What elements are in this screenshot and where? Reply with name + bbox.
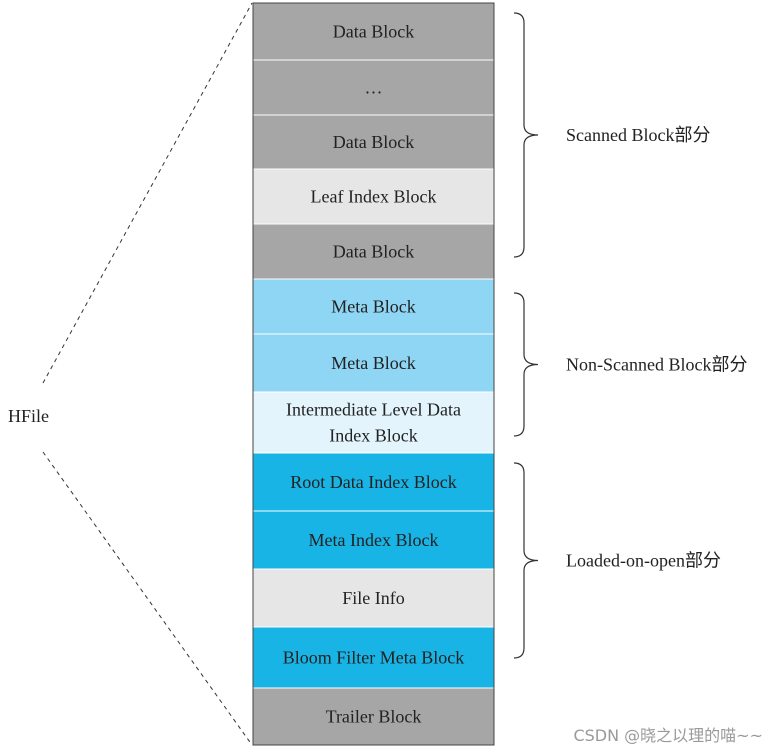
- hfile-block-rect: [252, 510, 495, 570]
- hfile-block: Bloom Filter Meta Block: [252, 626, 495, 689]
- hfile-block-label: Data Block: [333, 22, 414, 42]
- hfile-block-label: Root Data Index Block: [290, 472, 456, 492]
- hfile-label: HFile: [8, 406, 49, 426]
- hfile-block-label: Meta Block: [331, 353, 415, 373]
- section-brace: [513, 292, 539, 437]
- hfile-block-label: Meta Index Block: [309, 530, 439, 550]
- hfile-block: Leaf Index Block: [252, 168, 495, 225]
- hfile-block: Trailer Block: [252, 687, 495, 746]
- hfile-block-label: Data Block: [333, 132, 414, 152]
- section-group: Non-Scanned Block部分: [513, 292, 747, 437]
- hfile-block-label: File Info: [342, 588, 405, 608]
- hfile-block: Root Data Index Block: [252, 452, 495, 512]
- watermark: CSDN @晓之以理的喵~~: [573, 726, 763, 745]
- section-label: Loaded-on-open部分: [566, 551, 721, 571]
- section-label: Non-Scanned Block部分: [566, 355, 747, 375]
- hfile-block-label: …: [365, 78, 383, 98]
- hfile-block-rect: [252, 59, 495, 116]
- hfile-block-rect: [252, 2, 495, 61]
- section-label: Scanned Block部分: [566, 125, 710, 145]
- hfile-block-label: Index Block: [329, 426, 417, 446]
- section-braces: Scanned Block部分 Non-Scanned Block部分 Loaded…: [513, 12, 747, 659]
- hfile-block-rect: [252, 223, 495, 280]
- hfile-stack-border: [252, 2, 495, 746]
- section-brace: [513, 462, 539, 659]
- section-group: Scanned Block部分: [513, 12, 710, 258]
- hfile-block: Meta Block: [252, 333, 495, 393]
- hfile-block-label: Intermediate Level Data: [286, 400, 461, 420]
- hfile-block-rect: [252, 626, 495, 689]
- hfile-block-rect: [252, 168, 495, 225]
- hfile-block: Data Block: [252, 223, 495, 280]
- hfile-block-label: Trailer Block: [326, 707, 422, 727]
- hfile-block-label: Meta Block: [331, 297, 415, 317]
- hfile-block-rect: [252, 278, 495, 335]
- hfile-block-label: Leaf Index Block: [311, 187, 437, 207]
- hfile-block: File Info: [252, 568, 495, 628]
- hfile-block: Data Block: [252, 114, 495, 170]
- hfile-block-label: Data Block: [333, 242, 414, 262]
- hfile-block: Meta Index Block: [252, 510, 495, 570]
- hfile-block: Meta Block: [252, 278, 495, 335]
- hfile-block: Data Block: [252, 2, 495, 61]
- section-group: Loaded-on-open部分: [513, 462, 721, 659]
- section-brace: [513, 12, 539, 258]
- zoom-line-bottom: [42, 451, 253, 746]
- hfile-block-rect: [252, 114, 495, 170]
- hfile-block-rect: [252, 687, 495, 746]
- hfile-block: …: [252, 59, 495, 116]
- hfile-block-label: Bloom Filter Meta Block: [283, 648, 465, 668]
- zoom-line-top: [42, 2, 253, 384]
